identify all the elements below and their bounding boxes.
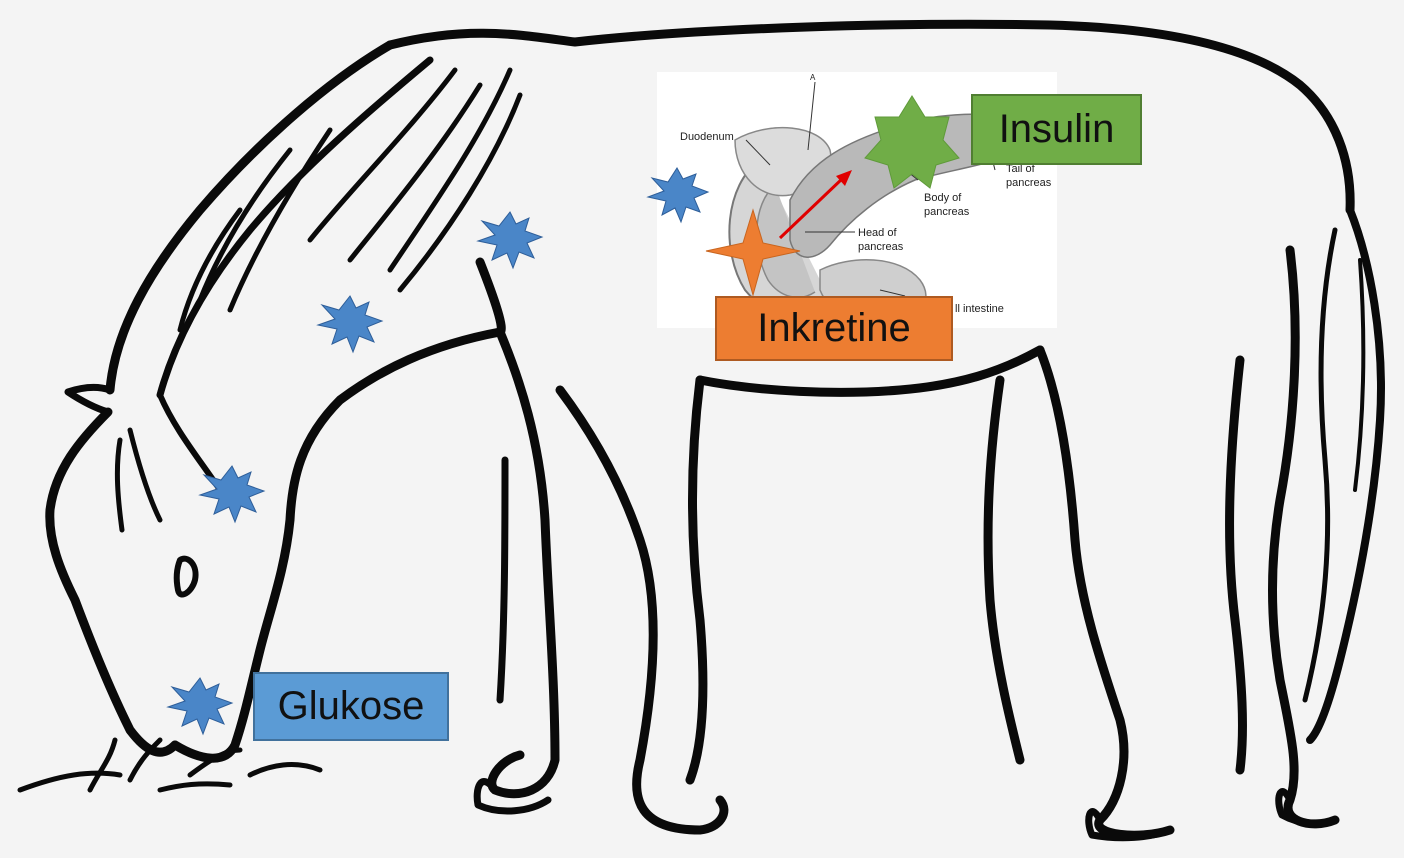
label-small-intestine: ll intestine	[955, 303, 1004, 315]
inkretine-label: Inkretine	[715, 296, 953, 361]
glucose-star-icon	[318, 296, 382, 352]
label-body-line2: pancreas	[924, 206, 970, 218]
label-head-line1: Head of	[858, 227, 897, 239]
label-duodenum: Duodenum	[680, 131, 734, 143]
glucose-starbursts	[168, 168, 708, 734]
glukose-label: Glukose	[253, 672, 449, 741]
insulin-label: Insulin	[971, 94, 1142, 165]
glucose-star-icon	[168, 678, 232, 734]
glucose-star-icon	[478, 212, 542, 268]
label-head-line2: pancreas	[858, 241, 904, 253]
label-body-line1: Body of	[924, 192, 962, 204]
label-marker-a: A	[810, 73, 816, 82]
label-tail-line2: pancreas	[1006, 177, 1052, 189]
